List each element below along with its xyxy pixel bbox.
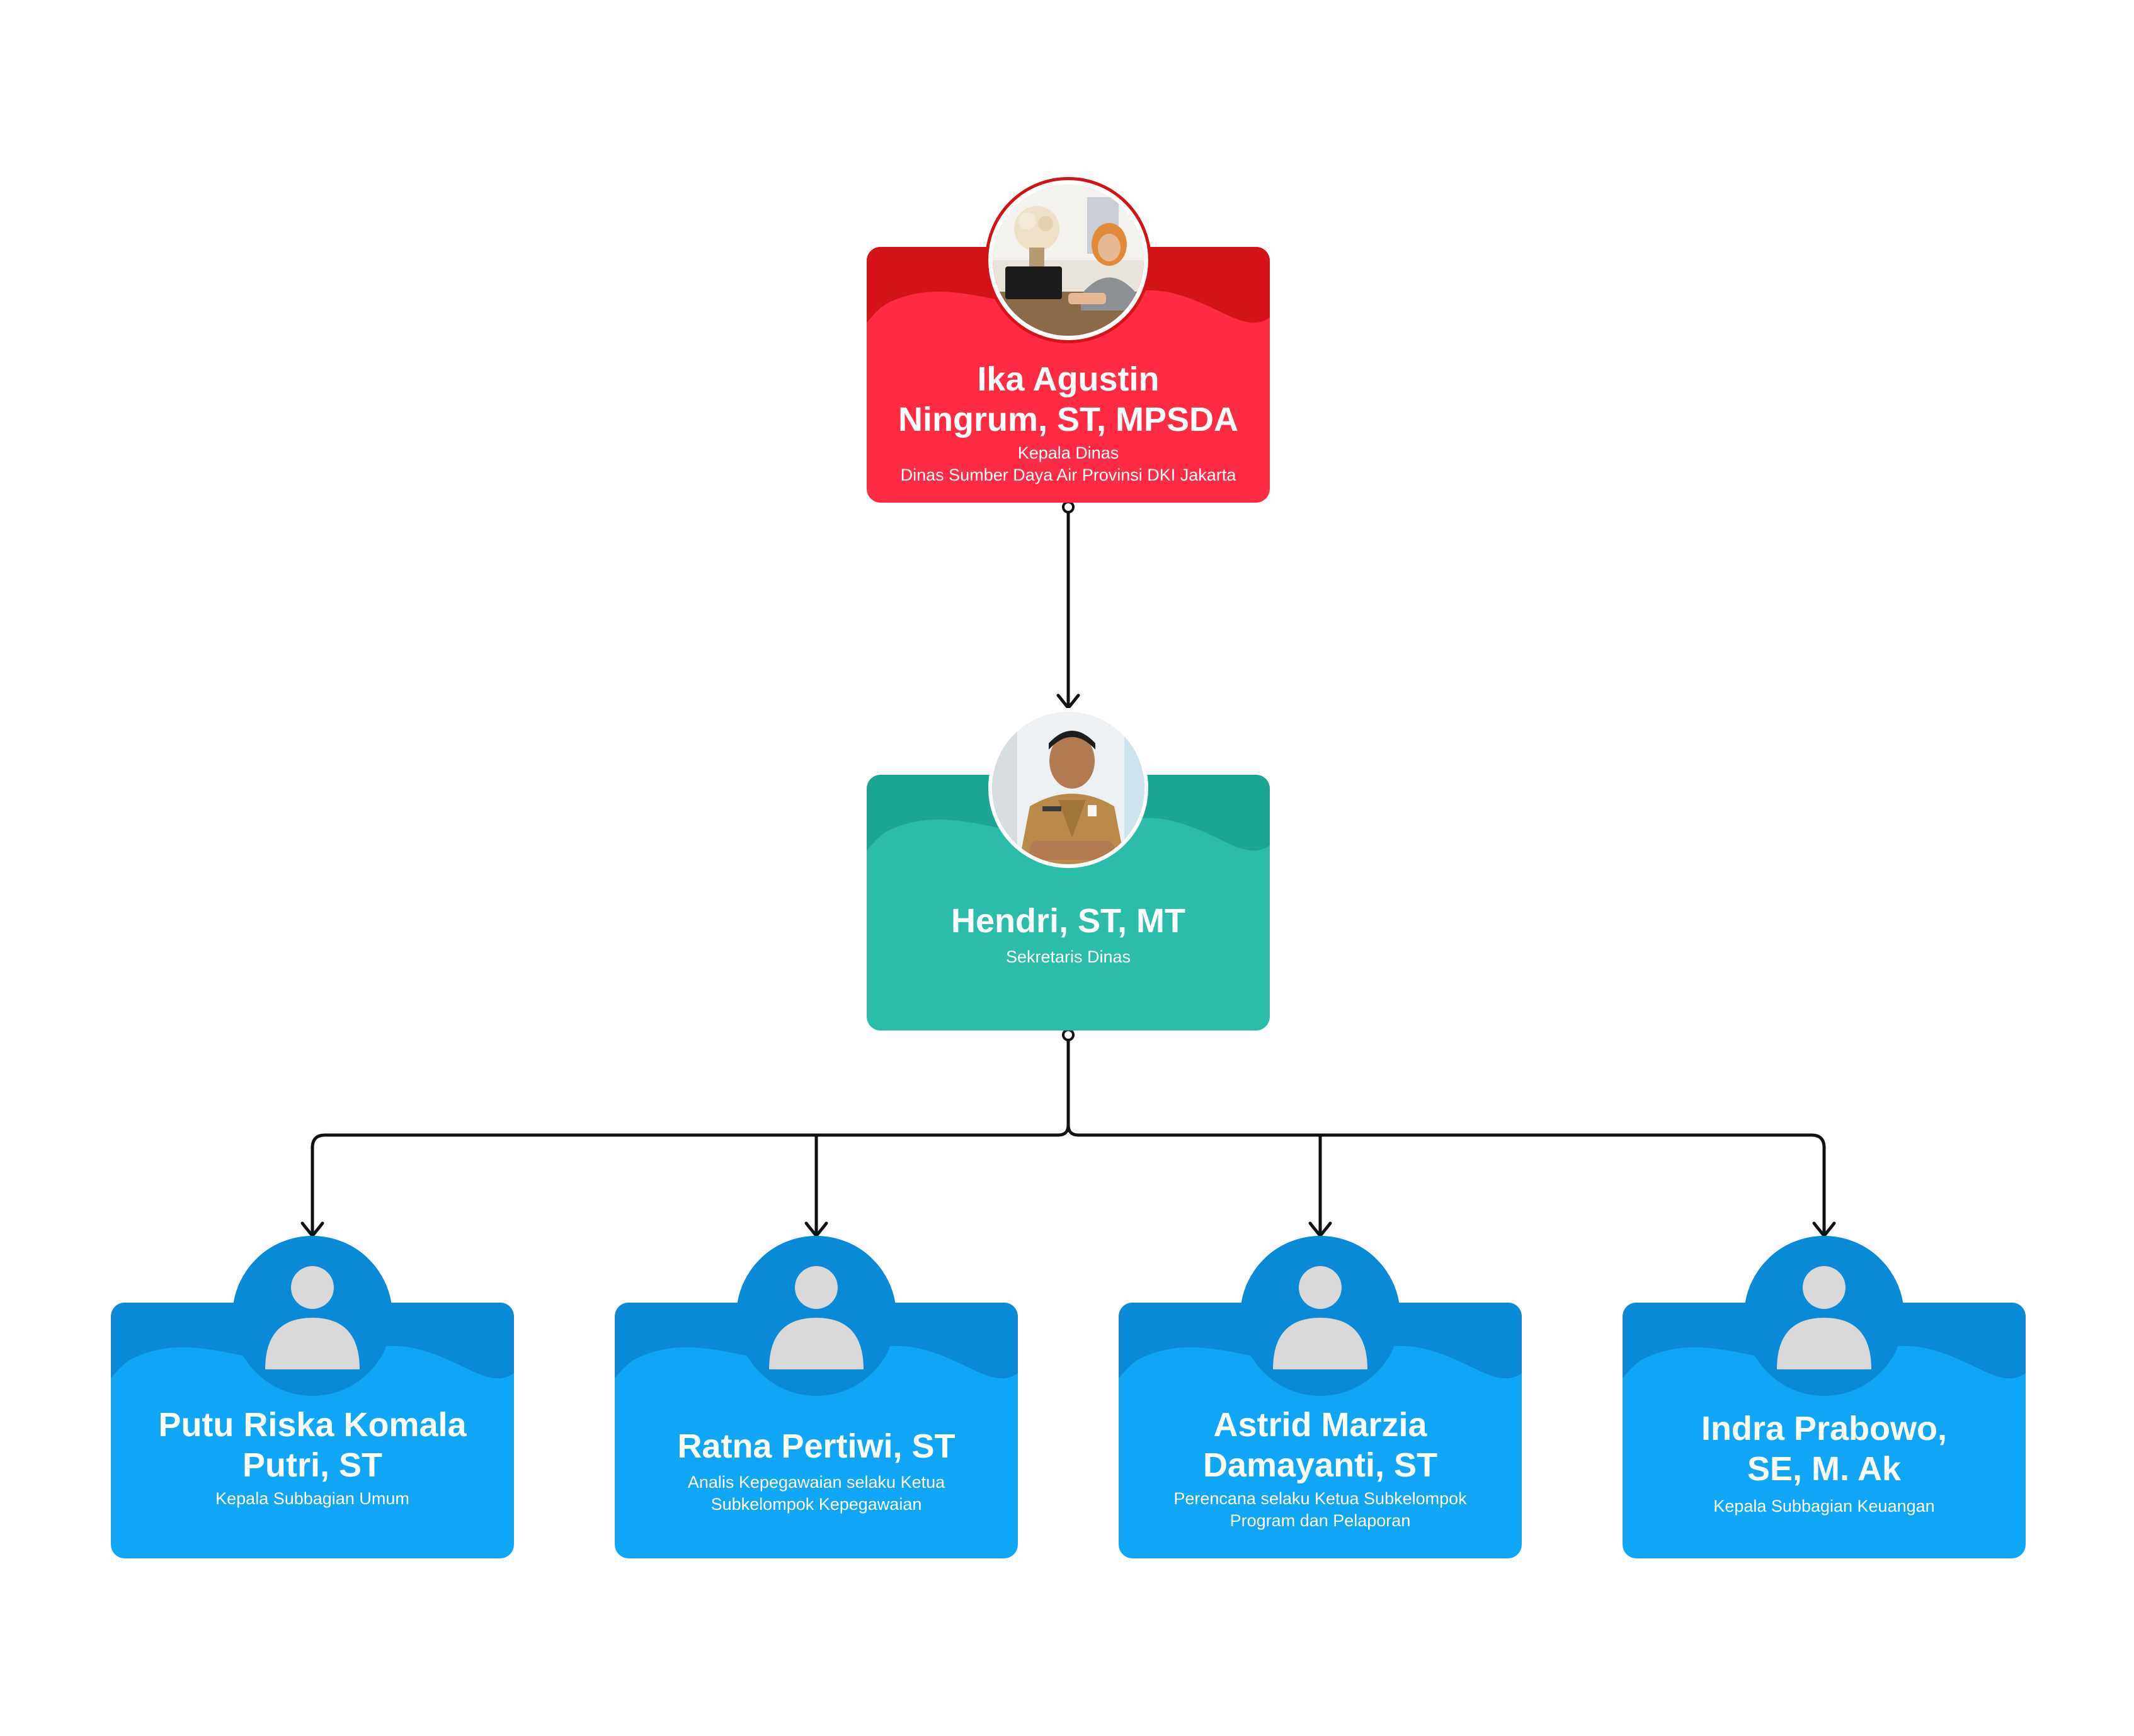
node-name: Astrid Marzia Damayanti, ST	[1202, 1406, 1438, 1484]
node-role: Analis Kepegawaian selaku Ketua Subkelom…	[687, 1473, 945, 1514]
user-placeholder-icon	[1273, 1266, 1367, 1369]
connector-origin-secretary	[1062, 1029, 1075, 1041]
node-role: Kepala Subbagian Umum	[215, 1489, 409, 1508]
node-perencana-program[interactable]: Astrid Marzia Damayanti, ST Perencana se…	[1119, 1236, 1522, 1558]
connector-origin-head	[1062, 501, 1075, 513]
node-role: Sekretaris Dinas	[1005, 947, 1131, 966]
avatar-placeholder	[1744, 1236, 1904, 1396]
connector-branch-bar	[311, 1123, 1826, 1150]
node-role: Kepala Subbagian Keuangan	[1713, 1497, 1935, 1516]
node-name: Putu Riska Komala Putri, ST	[158, 1406, 467, 1484]
node-name: Hendri, ST, MT	[950, 902, 1185, 940]
avatar-photo	[985, 177, 1151, 343]
node-analis-kepegawaian[interactable]: Ratna Pertiwi, ST Analis Kepegawaian sel…	[615, 1236, 1018, 1558]
node-name: Indra Prabowo, SE, M. Ak	[1701, 1410, 1948, 1488]
node-name: Ratna Pertiwi, ST	[677, 1427, 956, 1465]
avatar-placeholder	[1240, 1236, 1400, 1396]
node-head[interactable]: Ika Agustin Ningrum, ST, MPSDA Kepala Di…	[867, 177, 1270, 503]
node-kepala-subbagian-umum[interactable]: Putu Riska Komala Putri, ST Kepala Subba…	[111, 1236, 514, 1558]
node-kepala-subbagian-keuangan[interactable]: Indra Prabowo, SE, M. Ak Kepala Subbagia…	[1623, 1236, 2026, 1558]
node-name: Ika Agustin Ningrum, ST, MPSDA	[898, 360, 1239, 438]
avatar-placeholder	[736, 1236, 896, 1396]
node-secretary[interactable]: Hendri, ST, MT Sekretaris Dinas	[867, 708, 1270, 1031]
node-role: Perencana selaku Ketua Subkelompok Progr…	[1173, 1489, 1467, 1530]
user-placeholder-icon	[265, 1266, 360, 1369]
user-placeholder-icon	[1777, 1266, 1871, 1369]
node-role: Kepala Dinas Dinas Sumber Daya Air Provi…	[900, 443, 1236, 484]
user-placeholder-icon	[769, 1266, 864, 1369]
avatar-photo	[988, 708, 1148, 868]
avatar-placeholder	[232, 1236, 392, 1396]
